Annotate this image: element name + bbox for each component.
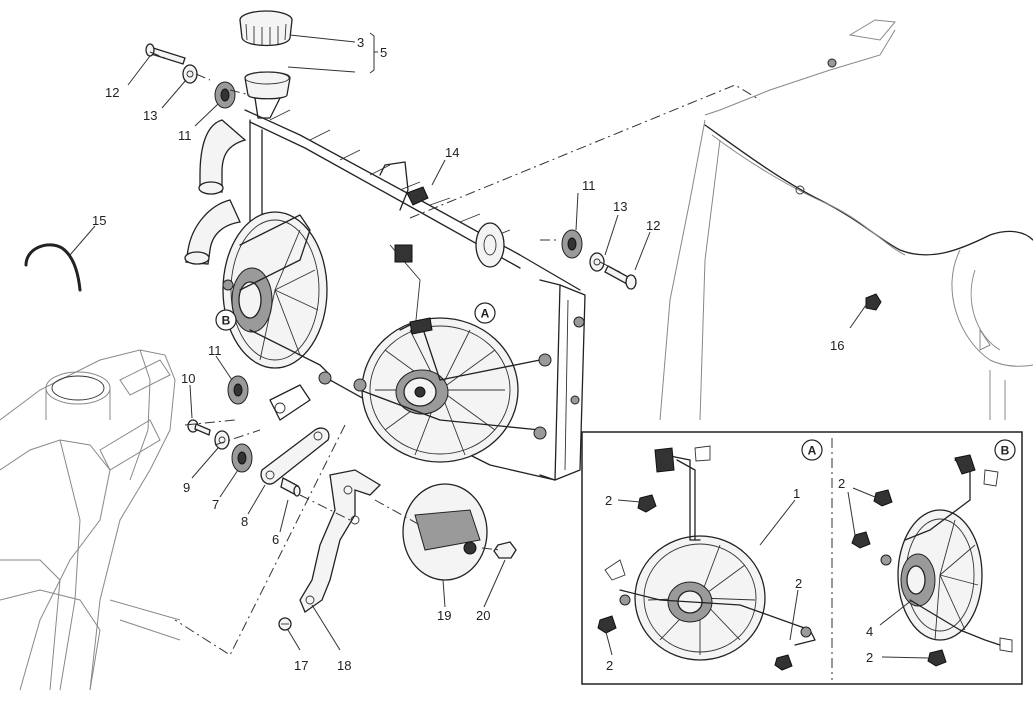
nut-20 [493, 541, 517, 559]
frame-outline [0, 349, 181, 691]
inset-view-a: A 2 1 2 2 [597, 439, 823, 673]
label-15: 15 [92, 213, 106, 228]
grommet-7 [231, 443, 253, 473]
washer-9 [214, 430, 230, 450]
inset-a-label-2-top: 2 [605, 493, 612, 508]
label-3: 3 [357, 35, 364, 50]
label-20: 20 [476, 608, 490, 623]
callout-b-main: B [215, 309, 237, 331]
label-11-top: 11 [178, 128, 192, 143]
label-5: 5 [380, 45, 387, 60]
label-6: 6 [272, 532, 279, 547]
inset-b-label-2-bottom: 2 [866, 650, 873, 665]
body-panel [659, 19, 1033, 421]
bracket-18 [299, 469, 382, 613]
grommet-16 [865, 293, 882, 311]
label-19: 19 [437, 608, 451, 623]
inset-b-label-2-top: 2 [838, 476, 845, 491]
label-10: 10 [181, 371, 195, 386]
label-16: 16 [830, 338, 844, 353]
part-19 [402, 483, 488, 581]
fan-b [222, 211, 332, 421]
screw-17 [278, 617, 292, 631]
svg-text:B: B [1001, 444, 1010, 458]
inset-a-label-2-right: 2 [795, 576, 802, 591]
svg-text:B: B [222, 314, 231, 328]
fan-a [353, 317, 552, 463]
bolt-10 [187, 419, 211, 436]
clip-15 [24, 243, 82, 292]
label-13-right: 13 [613, 199, 627, 214]
label-11-right: 11 [582, 178, 596, 193]
label-13-top: 13 [143, 108, 157, 123]
label-12-top: 12 [105, 85, 119, 100]
inset-view-b: B 2 4 2 [838, 439, 1016, 667]
plate-8 [260, 427, 330, 485]
label-12-right: 12 [646, 218, 660, 233]
dash-dot-lines [149, 51, 761, 656]
svg-text:A: A [808, 444, 817, 458]
bolt-12-top [145, 43, 186, 65]
bolt-12-right [604, 265, 637, 290]
inset-a-label-1: 1 [793, 486, 800, 501]
washer-13-right [589, 252, 605, 272]
label-11-lower: 11 [208, 343, 222, 358]
label-leaders [69, 32, 867, 651]
radiator-cap [239, 10, 293, 47]
label-14: 14 [445, 145, 459, 160]
detail-inset: A 2 1 2 2 [581, 431, 1023, 685]
inset-b-label-4: 4 [866, 624, 873, 639]
inset-a-label-2-bottom: 2 [606, 658, 613, 673]
label-17: 17 [294, 658, 308, 673]
callout-a-main: A [474, 302, 496, 324]
grommet-11-top [214, 81, 236, 109]
label-18: 18 [337, 658, 351, 673]
label-7: 7 [212, 497, 219, 512]
radiator [184, 10, 586, 481]
svg-text:A: A [481, 307, 490, 321]
part-numbers: 3 5 12 13 11 14 15 11 13 12 16 11 10 9 7… [92, 35, 844, 673]
grommet-11-lower [227, 375, 249, 405]
label-9: 9 [183, 480, 190, 495]
spacer-6 [280, 477, 301, 497]
label-8: 8 [241, 514, 248, 529]
grommet-11-right [561, 229, 583, 259]
